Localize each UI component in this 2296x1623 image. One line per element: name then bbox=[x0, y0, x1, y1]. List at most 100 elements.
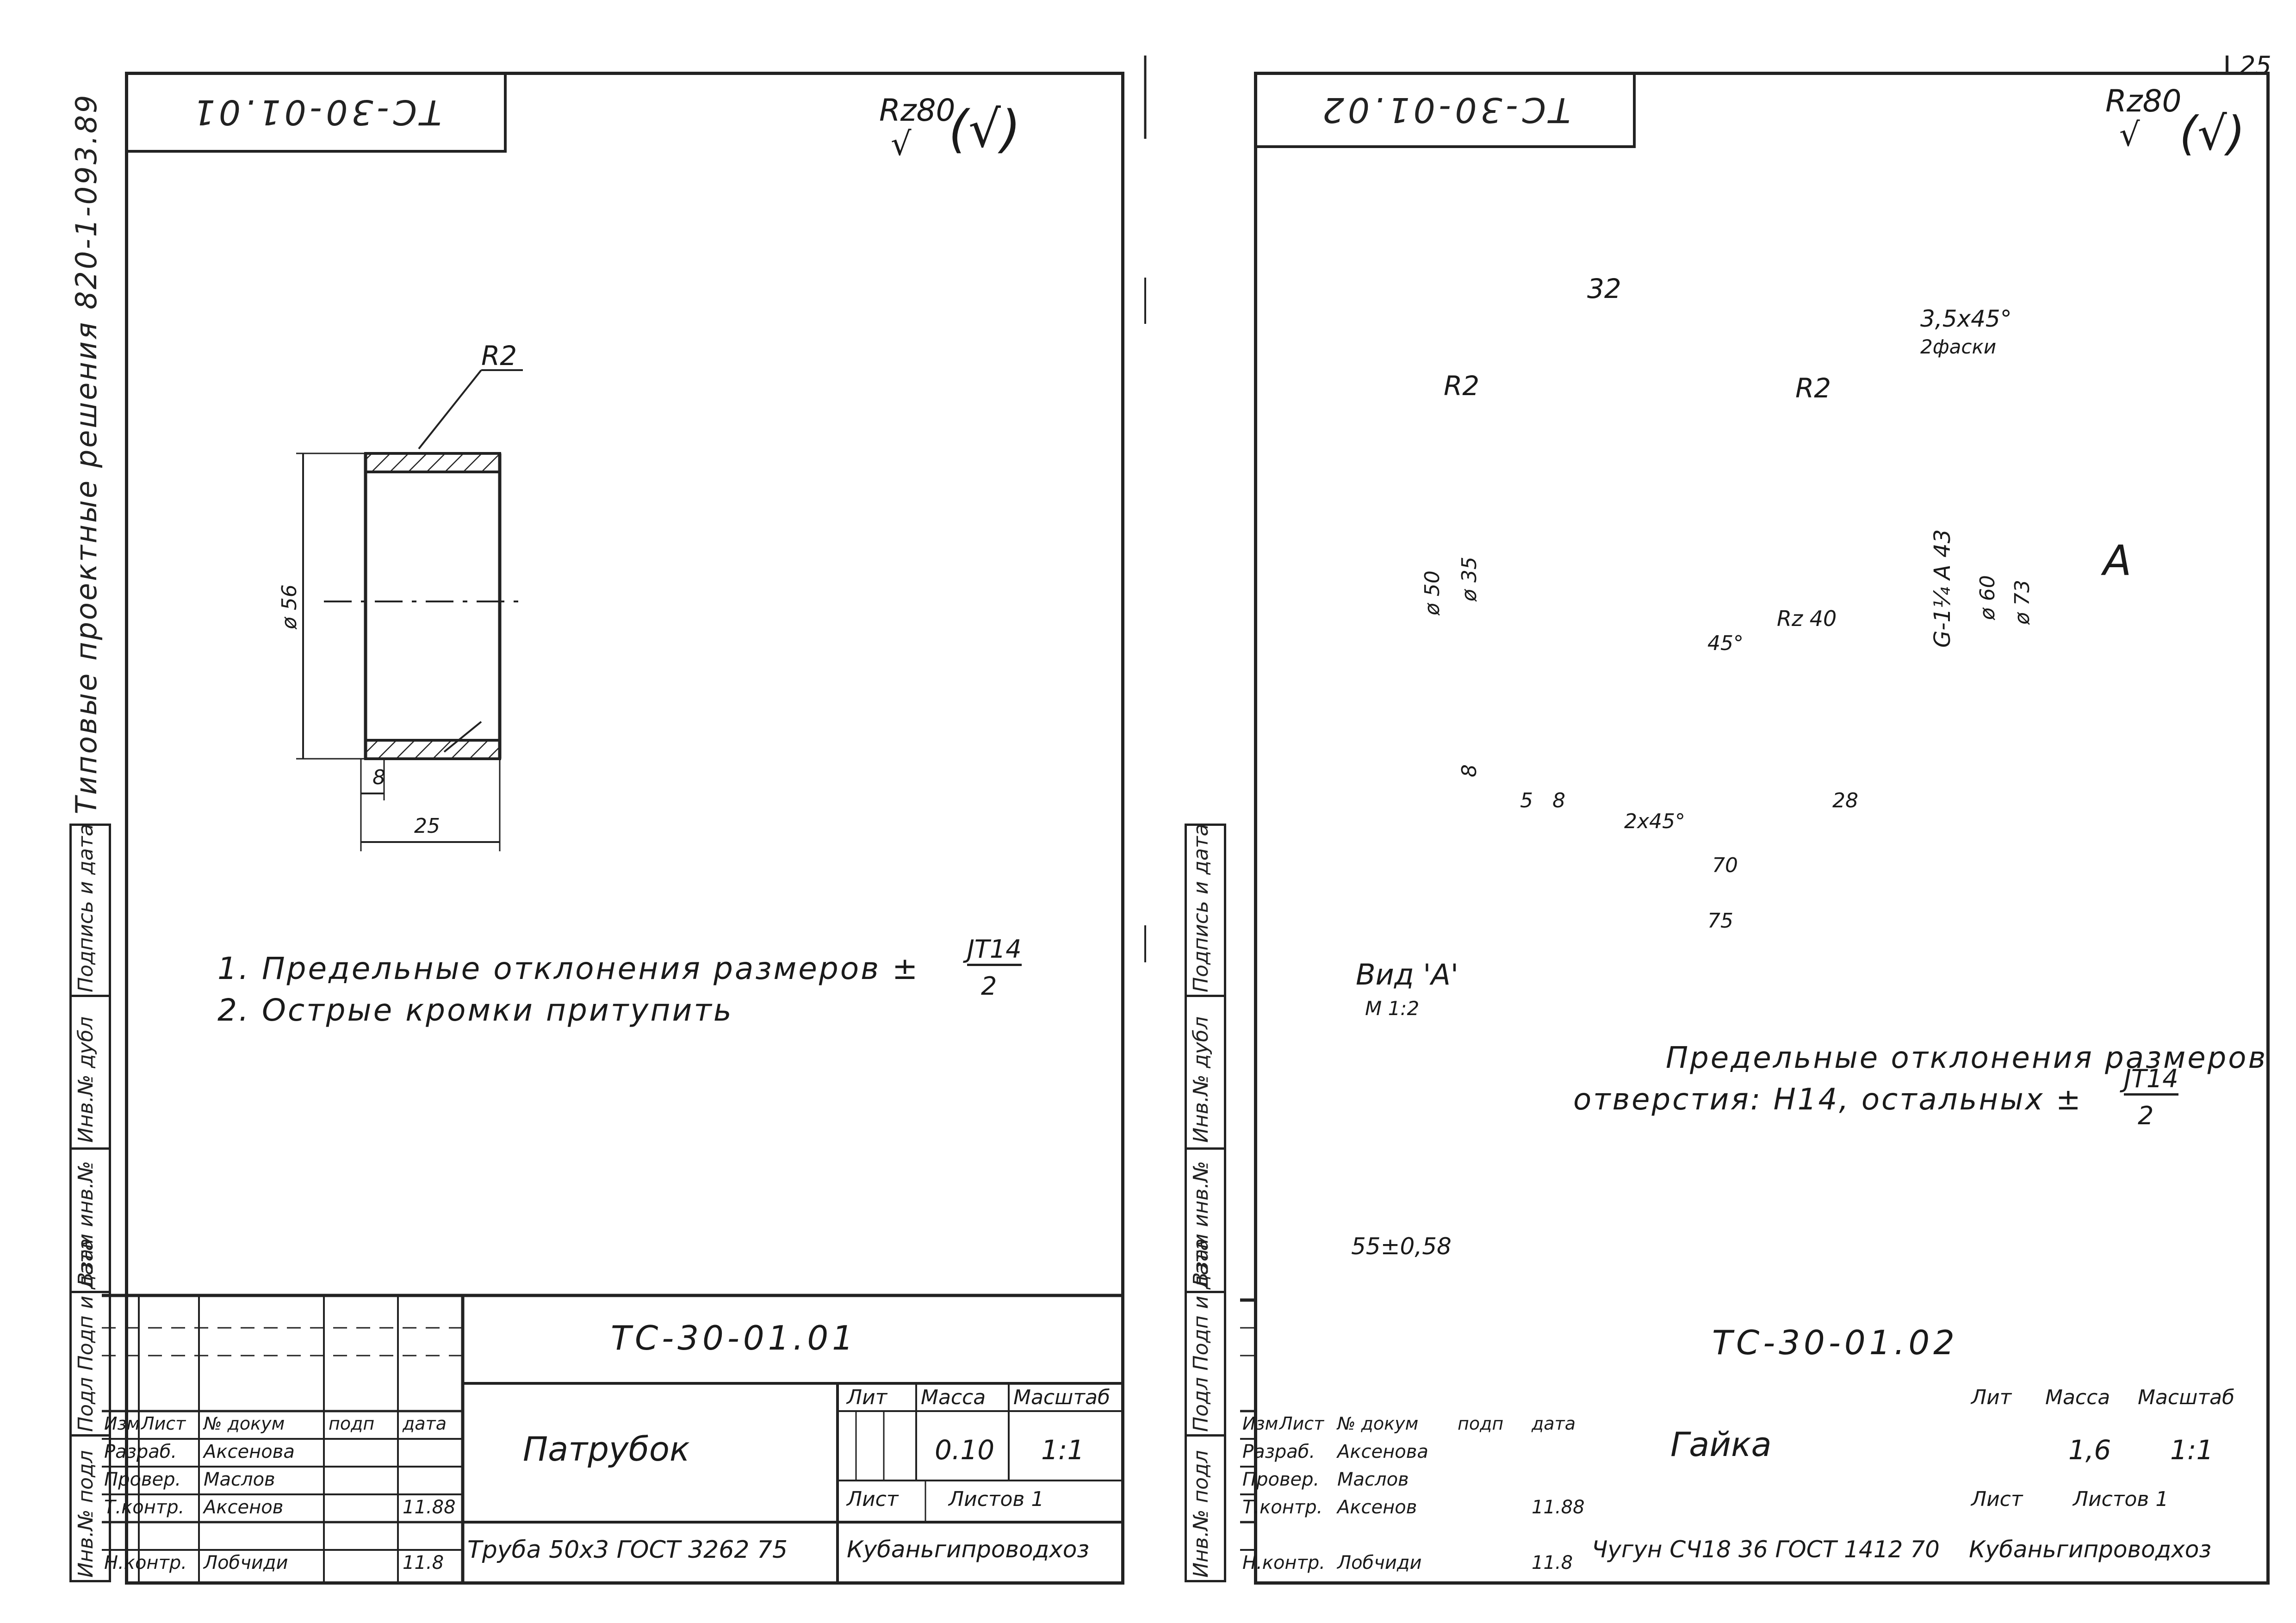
left-row-name: Лобчиди bbox=[204, 1552, 288, 1573]
right-row-role: Провер. bbox=[1242, 1469, 1320, 1490]
stamp-divider bbox=[69, 1147, 111, 1150]
right-dim-chamfer2: 2х45° bbox=[1624, 810, 1686, 833]
right-col-izm: Изм bbox=[1242, 1413, 1278, 1434]
left-col-list: Лист bbox=[141, 1413, 186, 1434]
left-row-role: Провер. bbox=[104, 1469, 181, 1490]
left-sheets-label: Листов 1 bbox=[949, 1487, 1044, 1511]
stamp-divider bbox=[1185, 1291, 1226, 1293]
left-roughness-paren: (√) bbox=[949, 99, 1021, 159]
right-col-sign: подп bbox=[1458, 1413, 1504, 1434]
right-dim-thread: G-1¼ A 43 bbox=[1930, 529, 1955, 648]
left-dim-chamfer: 8 bbox=[372, 766, 385, 789]
right-row-name: Аксенов bbox=[1337, 1497, 1417, 1518]
right-designation: ТС-30-01.02 bbox=[1712, 1323, 1958, 1362]
right-row-date: 11.8 bbox=[1532, 1552, 1573, 1573]
right-dim-70: 70 bbox=[1712, 854, 1738, 877]
left-row-role: Разраб. bbox=[104, 1441, 177, 1462]
right-sheets-label: Листов 1 bbox=[2073, 1487, 2169, 1511]
left-mass: 0.10 bbox=[935, 1434, 995, 1466]
left-mirror-code-box: ТС-30-01.01 bbox=[127, 74, 507, 153]
right-sheet bbox=[1254, 72, 2270, 1585]
left-row-role: Н.контр. bbox=[104, 1552, 187, 1573]
right-dim-d60: ø 60 bbox=[1976, 575, 1999, 620]
right-dim-75: 75 bbox=[1707, 909, 1733, 933]
left-material: Труба 50х3 ГОСТ 3262 75 bbox=[467, 1536, 788, 1564]
right-dim-d50: ø 50 bbox=[1421, 570, 1444, 615]
left-sheet-label: Лист bbox=[847, 1487, 899, 1511]
left-col-doc: № докум bbox=[204, 1413, 285, 1434]
left-tol-den: 2 bbox=[981, 972, 997, 1001]
left-row-name: Маслов bbox=[204, 1469, 275, 1490]
right-view-dim: 55±0,58 bbox=[1351, 1233, 1452, 1260]
left-side-stamp bbox=[69, 824, 111, 1582]
right-material: Чугун СЧ18 36 ГОСТ 1412 70 bbox=[1592, 1536, 1940, 1563]
right-part-name: Гайка bbox=[1670, 1425, 1772, 1464]
right-mass-label: Масса bbox=[2045, 1386, 2110, 1409]
stamp-divider bbox=[1185, 1147, 1226, 1150]
right-lit-label: Лит bbox=[1971, 1386, 2012, 1409]
right-tol-num: JT14 bbox=[2124, 1064, 2178, 1096]
left-part-name: Патрубок bbox=[523, 1430, 690, 1468]
right-col-date: дата bbox=[1532, 1413, 1576, 1434]
right-view-arrow: А bbox=[2103, 537, 2132, 585]
right-row-name: Лобчиди bbox=[1337, 1552, 1422, 1573]
left-row-name: Аксенова bbox=[204, 1441, 295, 1462]
right-col-list: Лист bbox=[1279, 1413, 1324, 1434]
left-sheet bbox=[125, 72, 1124, 1585]
right-dim-chamfer-sub: 2фаски bbox=[1920, 335, 1997, 358]
right-roughness: Rz80 bbox=[2105, 83, 2182, 119]
left-row-name: Аксенов bbox=[204, 1497, 284, 1518]
left-row-role: Т.контр. bbox=[104, 1497, 185, 1518]
right-dim-rz: Rz 40 bbox=[1777, 606, 1837, 631]
left-row-date: 11.8 bbox=[403, 1552, 444, 1573]
right-dim-28: 28 bbox=[1832, 789, 1858, 812]
right-roughness-check: √ bbox=[2119, 116, 2140, 154]
right-row-date: 11.88 bbox=[1532, 1497, 1585, 1518]
right-note-2: отверстия: Н14, остальных ± bbox=[1573, 1083, 2083, 1117]
right-side-stamp bbox=[1185, 824, 1226, 1582]
right-scale-label: Масштаб bbox=[2138, 1386, 2235, 1409]
left-col-sign: подп bbox=[329, 1413, 375, 1434]
right-dim-chamfer: 3,5х45° bbox=[1920, 305, 2012, 332]
right-dim-d73: ø 73 bbox=[2011, 580, 2034, 625]
left-org: Кубаньгипроводхоз bbox=[847, 1536, 1089, 1563]
stamp-podl-podp: Подл Подп и дата bbox=[1189, 1238, 1213, 1432]
left-note-2: 2. Острые кромки притупить bbox=[217, 992, 733, 1028]
left-scale: 1:1 bbox=[1041, 1434, 1085, 1466]
right-note-1: Предельные отклонения размеров bbox=[1666, 1041, 2268, 1075]
left-roughness-check: √ bbox=[891, 125, 912, 163]
right-view-scale: М 1:2 bbox=[1365, 997, 1420, 1020]
right-dim-angle: 45° bbox=[1707, 632, 1744, 655]
right-dim-8b: 8 bbox=[1552, 789, 1565, 812]
left-note-1: 1. Предельные отклонения размеров ± bbox=[217, 951, 920, 986]
stamp-divider bbox=[69, 995, 111, 997]
right-row-name: Аксенова bbox=[1337, 1441, 1428, 1462]
left-roughness: Rz80 bbox=[879, 93, 956, 128]
right-mirror-code-box: ТС-30-01.02 bbox=[1256, 74, 1636, 148]
left-col-izm: Изм bbox=[104, 1413, 140, 1434]
left-mass-label: Масса bbox=[921, 1386, 986, 1409]
right-dim-r-right: R2 bbox=[1795, 372, 1831, 404]
left-dim-radius: R2 bbox=[481, 340, 517, 372]
right-row-role: Разраб. bbox=[1242, 1441, 1316, 1462]
right-row-role: Т.контр. bbox=[1242, 1497, 1323, 1518]
left-dim-length: 25 bbox=[414, 814, 440, 838]
right-dim-d35: ø 35 bbox=[1458, 557, 1481, 601]
left-designation: ТС-30-01.01 bbox=[611, 1319, 857, 1357]
right-col-doc: № докум bbox=[1337, 1413, 1419, 1434]
left-lit-label: Лит bbox=[847, 1386, 887, 1409]
left-tol-num: JT14 bbox=[967, 935, 1022, 966]
right-dim-r-left: R2 bbox=[1444, 370, 1480, 402]
right-scale: 1:1 bbox=[2170, 1434, 2214, 1466]
left-scale-label: Масштаб bbox=[1013, 1386, 1111, 1409]
stamp-inv-dubl: Инв.№ дубл bbox=[1189, 1016, 1213, 1143]
stamp-inv-podl: Инв.№ подл bbox=[1189, 1450, 1213, 1578]
right-tol-den: 2 bbox=[2138, 1101, 2154, 1130]
stamp-divider bbox=[1185, 1434, 1226, 1437]
stamp-divider bbox=[69, 1434, 111, 1437]
stamp-divider bbox=[69, 1291, 111, 1293]
right-row-name: Маслов bbox=[1337, 1469, 1409, 1490]
right-view-title: Вид 'А' bbox=[1356, 958, 1458, 991]
left-dim-diameter: ø 56 bbox=[278, 584, 301, 629]
right-row-role: Н.контр. bbox=[1242, 1552, 1325, 1573]
